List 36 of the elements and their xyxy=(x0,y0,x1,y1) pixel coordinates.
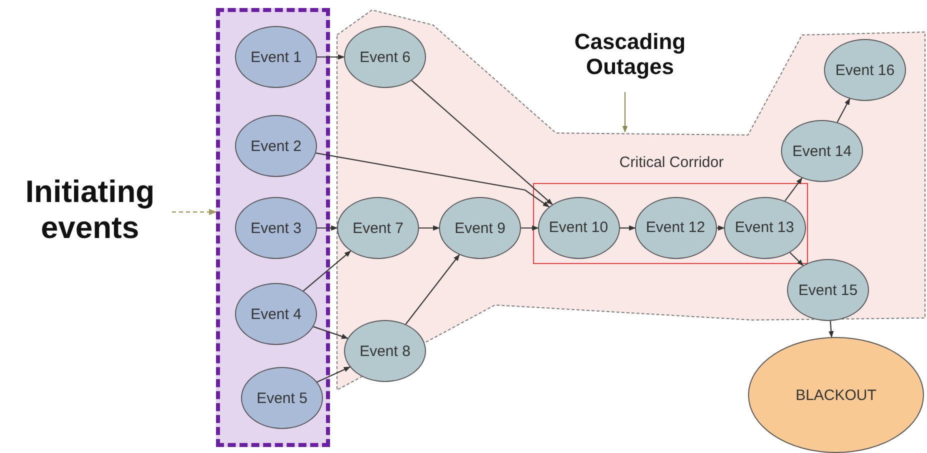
arrow xyxy=(622,92,628,133)
arrow xyxy=(521,225,539,231)
event-label: Event 1 xyxy=(250,48,302,66)
arrow xyxy=(836,98,850,122)
heading-text: Cascading Outages xyxy=(573,28,687,80)
event-label: Event 15 xyxy=(798,282,858,298)
arrow xyxy=(303,250,352,292)
event-label: Event 4 xyxy=(250,306,302,322)
arrow xyxy=(316,152,550,208)
heading-text: Initiating events xyxy=(24,174,156,246)
arrow xyxy=(620,225,636,231)
event-label: Event 3 xyxy=(250,220,302,236)
arrow xyxy=(317,54,345,60)
arrow xyxy=(317,225,338,231)
event-label: Event 12 xyxy=(646,219,706,236)
arrow xyxy=(784,178,802,202)
event-label: Event 13 xyxy=(734,219,794,236)
event-label: Event 9 xyxy=(454,220,506,236)
arrow xyxy=(411,80,553,205)
event-label: Event 5 xyxy=(256,390,308,406)
event-label: Event 14 xyxy=(792,142,852,160)
event-label: Event 8 xyxy=(360,342,410,360)
arrow xyxy=(717,225,725,231)
arrow xyxy=(405,254,460,325)
event-label: Event 16 xyxy=(835,62,895,78)
blackout-label: BLACKOUT xyxy=(796,386,876,404)
initiating-events-group xyxy=(216,8,330,447)
event-label: Event 2 xyxy=(250,138,302,154)
arrow xyxy=(790,252,804,266)
arrow xyxy=(419,225,440,231)
arrow xyxy=(828,320,834,338)
corridor-label: Critical Corridor xyxy=(618,154,725,171)
event-label: Event 7 xyxy=(352,220,404,236)
event-label: Event 10 xyxy=(548,219,608,236)
arrow xyxy=(172,208,217,216)
event-label: Event 6 xyxy=(360,48,410,66)
